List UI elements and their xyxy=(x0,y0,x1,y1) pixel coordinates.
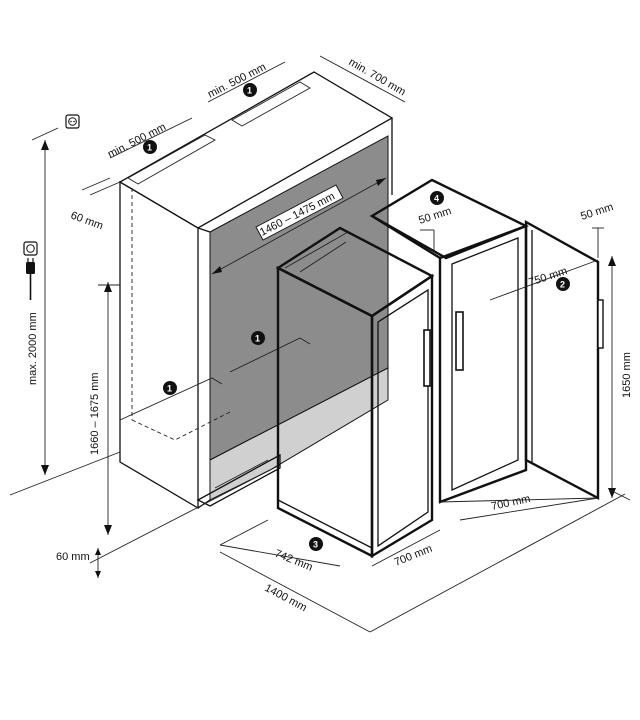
svg-text:1: 1 xyxy=(147,143,152,153)
marker-4: 4 xyxy=(430,191,444,205)
open-door-handle xyxy=(597,299,604,349)
dim-700-door: 700 mm xyxy=(459,493,599,521)
front-cabinet-unit xyxy=(275,226,435,559)
marker-1-top-left: 1 xyxy=(143,140,157,154)
marker-2: 2 xyxy=(556,277,570,291)
height-dimension-max: max. 2000 mm xyxy=(9,127,121,496)
svg-text:50 mm: 50 mm xyxy=(417,205,453,227)
power-socket-icon xyxy=(65,114,80,129)
dim-min-500-left: min. 500 mm xyxy=(106,117,193,161)
open-door-cabinet-unit xyxy=(369,178,604,504)
dim-1650: 1650 mm xyxy=(608,256,633,498)
svg-text:1650 mm: 1650 mm xyxy=(621,352,633,398)
front-door-handle xyxy=(423,329,431,387)
marker-1-back: 1 xyxy=(251,331,265,345)
svg-text:min. 500 mm: min. 500 mm xyxy=(206,61,268,101)
svg-text:2: 2 xyxy=(560,280,565,290)
svg-text:1660 – 1675 mm: 1660 – 1675 mm xyxy=(89,372,101,455)
svg-text:700 mm: 700 mm xyxy=(393,543,434,569)
svg-text:min. 500 mm: min. 500 mm xyxy=(106,121,168,161)
dim-50-middle: 50 mm xyxy=(417,205,453,250)
svg-text:1: 1 xyxy=(255,334,260,344)
niche-cabinet xyxy=(118,71,394,510)
middle-handle xyxy=(455,311,464,371)
marker-3: 3 xyxy=(309,537,323,551)
svg-text:4: 4 xyxy=(434,194,439,204)
svg-text:1: 1 xyxy=(167,384,172,394)
svg-text:742 mm: 742 mm xyxy=(273,548,314,574)
marker-1-top-right: 1 xyxy=(243,83,257,97)
dim-750: 750 mm xyxy=(489,259,599,301)
svg-text:min. 700 mm: min. 700 mm xyxy=(347,56,408,98)
dim-1660-1675: 1660 – 1675 mm xyxy=(89,282,120,535)
svg-text:1: 1 xyxy=(247,86,252,96)
dim-min-700: min. 700 mm xyxy=(319,55,408,103)
svg-text:3: 3 xyxy=(313,540,318,550)
dim-60-bottom: 60 mm xyxy=(56,464,281,578)
svg-text:60 mm: 60 mm xyxy=(69,210,105,233)
dim-50-right: 50 mm xyxy=(579,201,615,258)
power-plug-icon xyxy=(23,241,38,300)
svg-text:50 mm: 50 mm xyxy=(579,201,615,223)
marker-1-floor: 1 xyxy=(163,381,177,395)
dim-60-top: 60 mm xyxy=(69,177,121,233)
svg-text:60 mm: 60 mm xyxy=(56,551,90,563)
max-2000-label: max. 2000 mm xyxy=(27,312,39,385)
